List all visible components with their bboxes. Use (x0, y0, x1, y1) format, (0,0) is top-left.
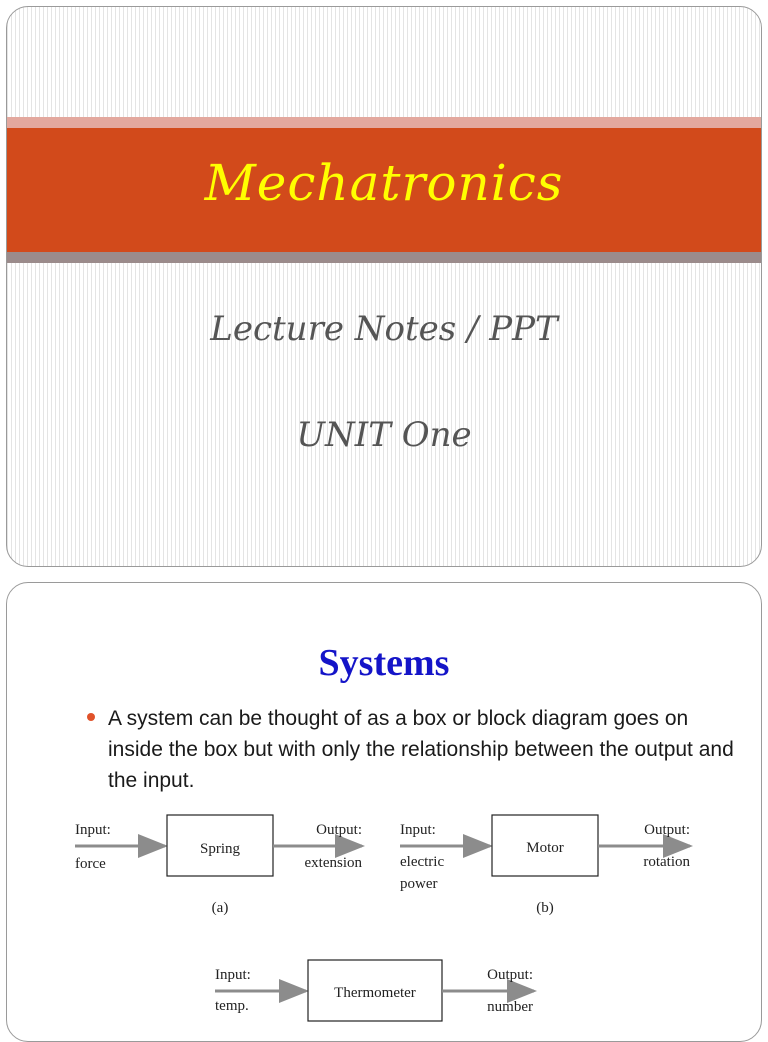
spring-block (166, 814, 274, 877)
output-value: extension (305, 855, 363, 871)
output-value: rotation (643, 854, 690, 870)
bullet-icon (87, 713, 95, 721)
output-label: Output: (644, 822, 690, 838)
slide-title: Mechatronics (204, 154, 564, 212)
input-label: Input: (400, 822, 436, 838)
thermometer-block (307, 959, 443, 1022)
output-label: Output: (487, 967, 533, 983)
diagram-a-spring: Input: force Spring Output: extension (a… (75, 814, 365, 916)
input-value: force (75, 856, 106, 872)
caption: (a) (212, 900, 229, 916)
diagram-c-thermometer: Input: temp. Thermometer Output: number (215, 959, 537, 1022)
block-label: Spring (200, 841, 241, 857)
input-value-line2: power (400, 876, 438, 892)
diagram-b-motor: Input: electric power Motor Output: rota… (400, 814, 693, 916)
caption: (b) (536, 900, 554, 916)
input-value-line1: electric (400, 854, 444, 870)
output-label: Output: (316, 822, 362, 838)
input-label: Input: (75, 822, 111, 838)
subtitle-unit: UNIT One (296, 415, 472, 455)
bullet-text: A system can be thought of as a box or b… (108, 707, 734, 792)
block-label: Thermometer (334, 985, 416, 1001)
title-slide: Mechatronics Lecture Notes / PPT UNIT On… (6, 6, 762, 567)
block-label: Motor (526, 840, 564, 856)
input-value: temp. (215, 998, 249, 1014)
motor-block (491, 814, 599, 877)
output-value: number (487, 999, 533, 1015)
accent-band-bottom (7, 252, 761, 263)
system-block-diagrams: Input: force Spring Output: extension (a… (75, 814, 693, 1022)
input-label: Input: (215, 967, 251, 983)
systems-heading: Systems (318, 642, 450, 684)
subtitle-lecture-notes: Lecture Notes / PPT (210, 309, 558, 349)
title-band: Mechatronics (7, 128, 761, 252)
systems-slide: Systems A system can be thought of as a … (6, 582, 762, 1042)
